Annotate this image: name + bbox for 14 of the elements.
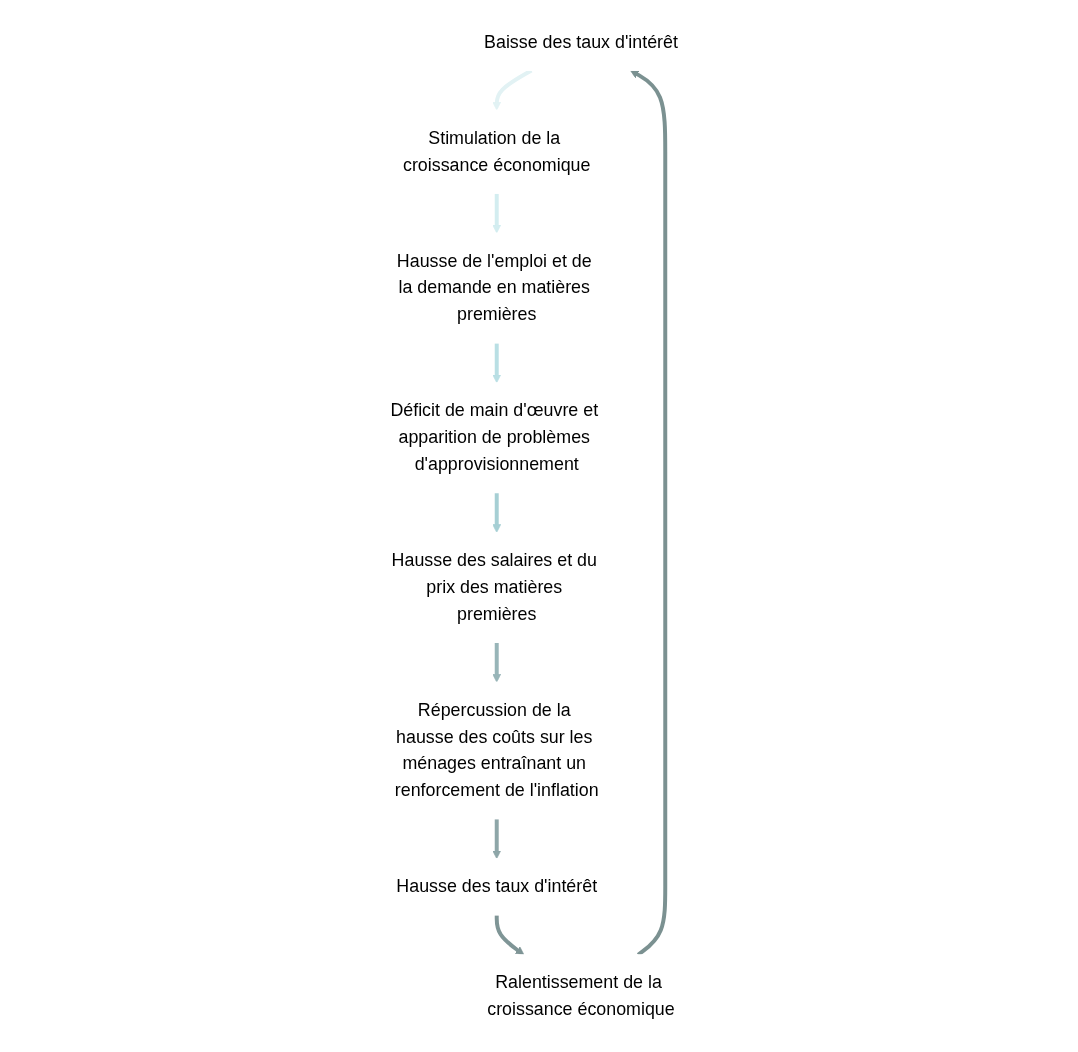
arrow <box>492 642 502 683</box>
arrow <box>492 492 502 533</box>
arrow <box>492 343 502 384</box>
node-text: Hausse de l'emploi et de la demande en matières premières <box>396 250 592 325</box>
node-text: Ralentissement de la croissance économique <box>487 972 675 1020</box>
node-text: Stimulation de la croissance économique <box>403 127 591 175</box>
node-text: Baisse des taux d'intérêt <box>484 31 679 52</box>
arrow <box>492 818 502 859</box>
node-text: Répercussion de la hausse des coûts sur les ménages entraînant un renforcement de l'inflation <box>394 699 599 801</box>
arrow <box>494 915 525 956</box>
node-text: Déficit de main d'œuvre et apparition de problèmes d'approvisionnement <box>390 400 599 474</box>
node-text: Hausse des taux d'intérêt <box>396 876 598 897</box>
arrow <box>492 193 502 234</box>
node-text: Hausse des salaires et du prix des matières premières <box>391 550 598 624</box>
